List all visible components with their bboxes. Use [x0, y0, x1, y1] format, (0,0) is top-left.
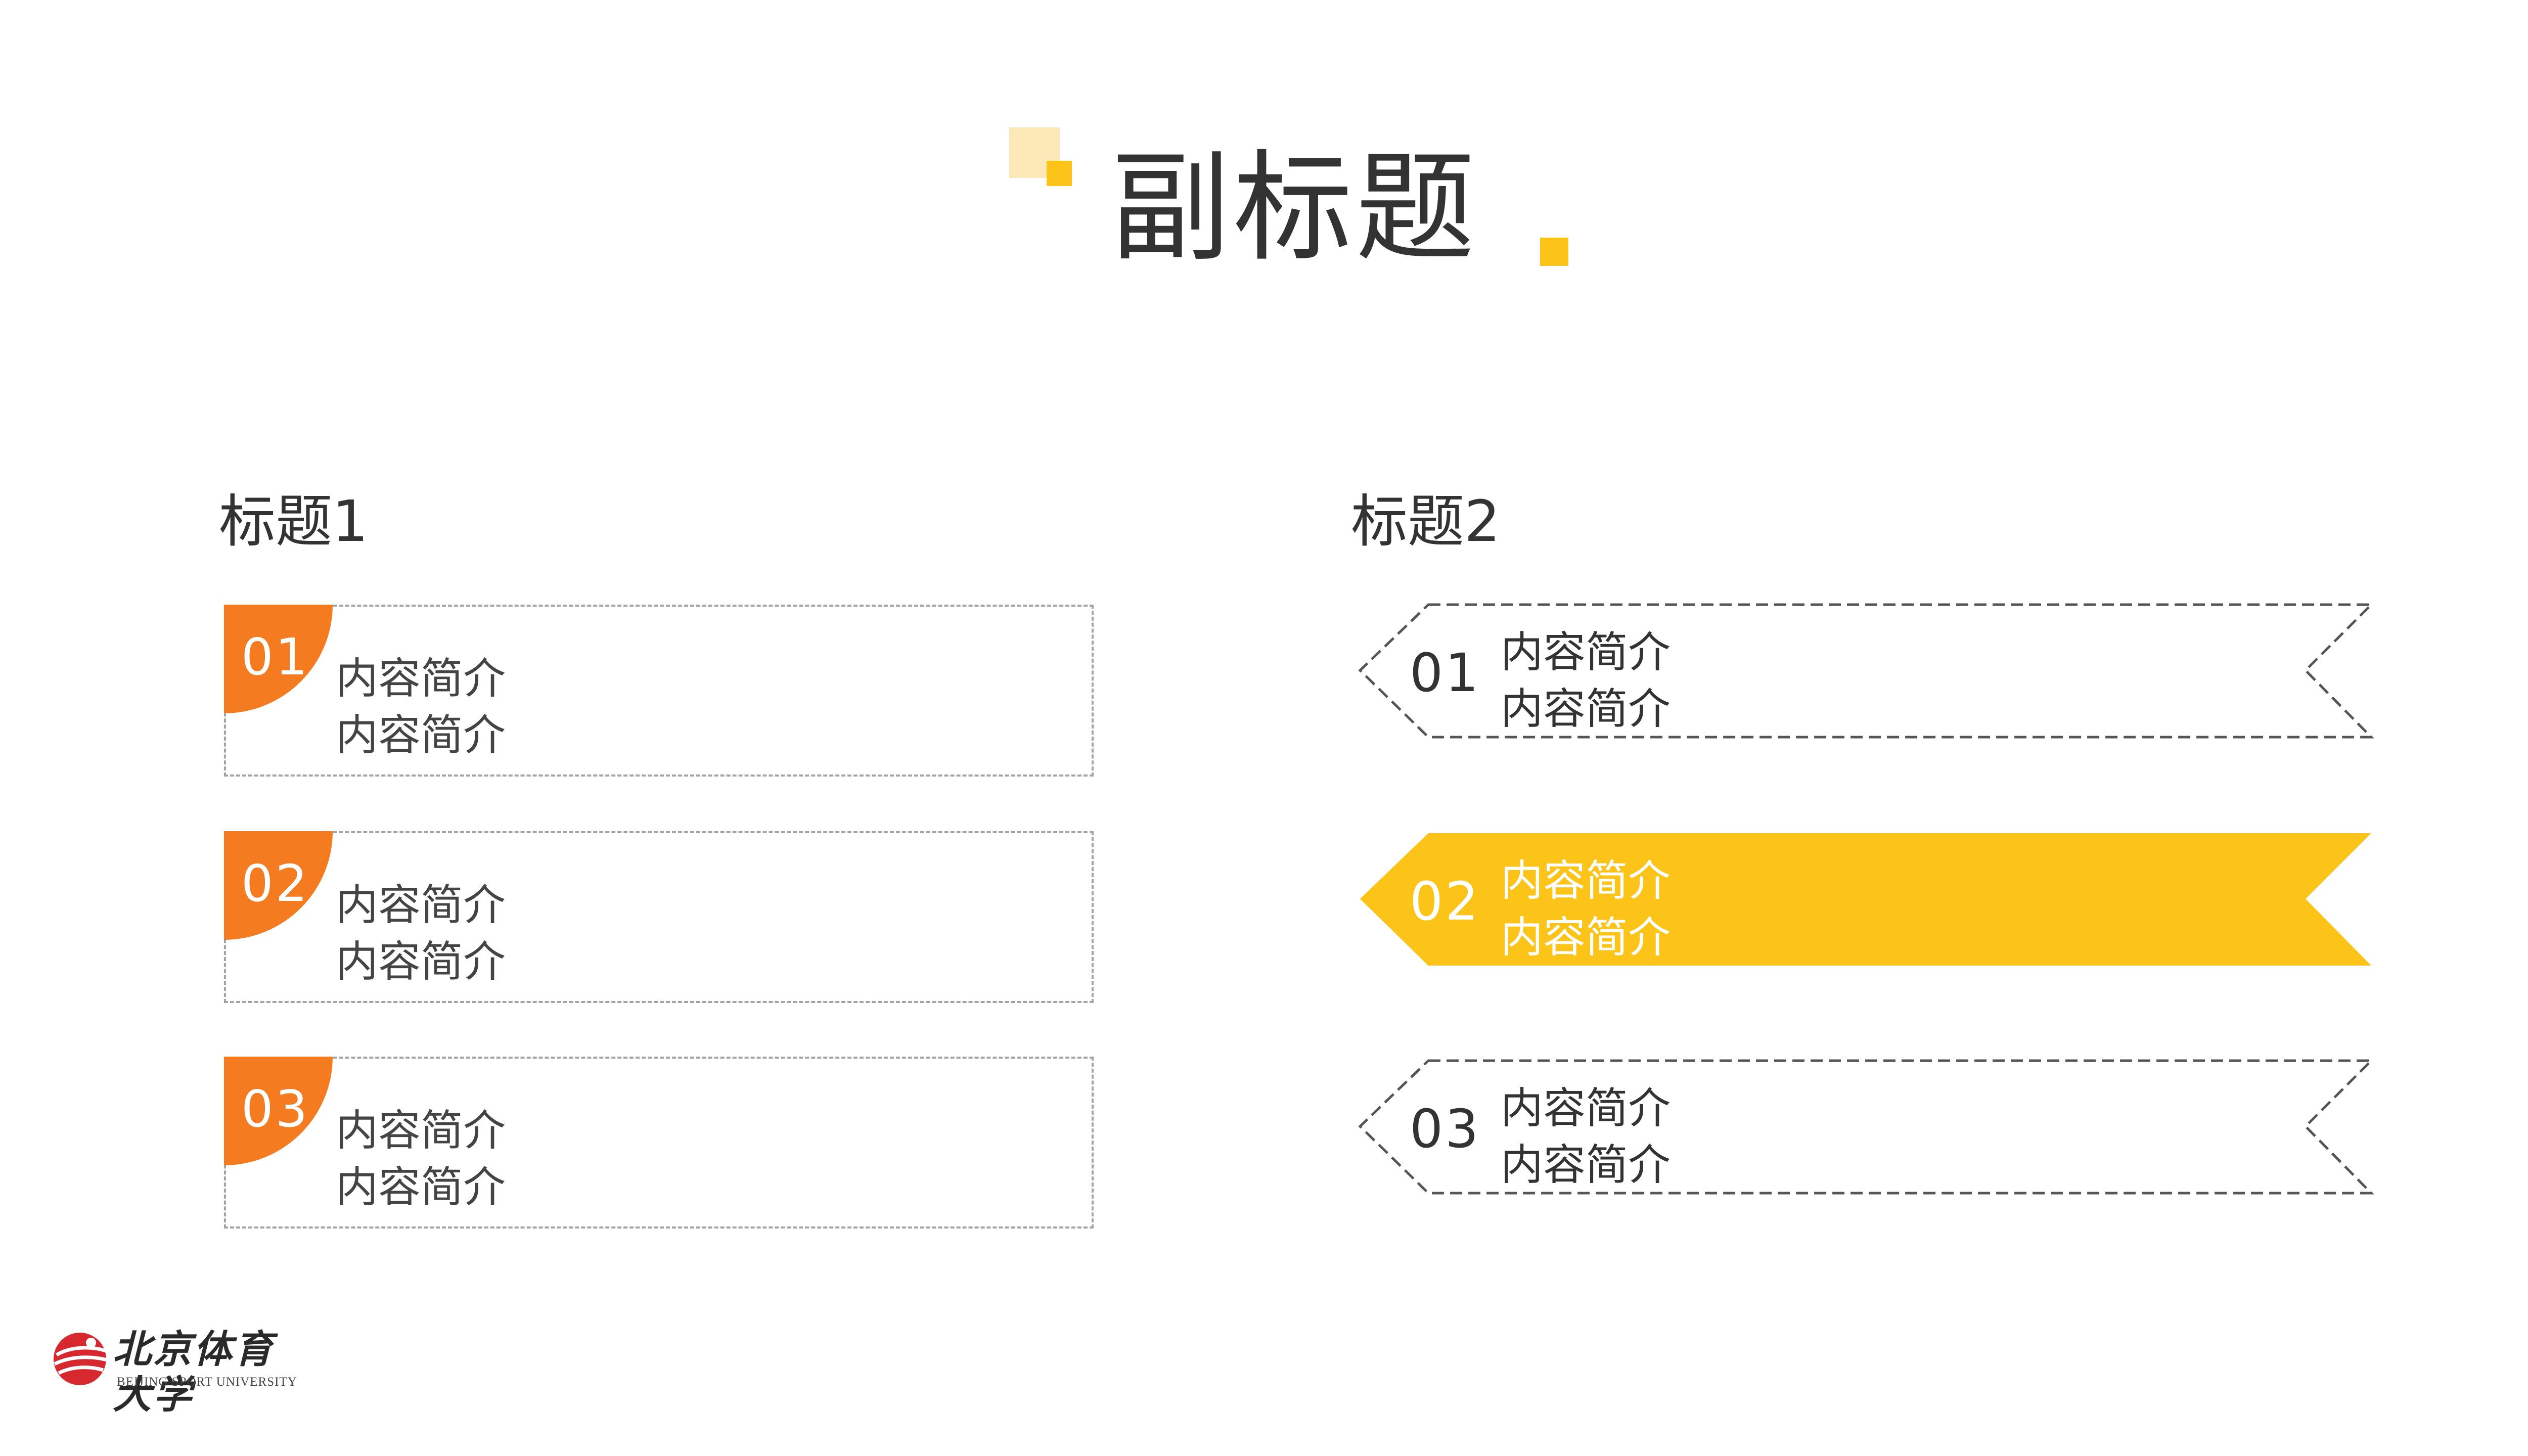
- item-description: 内容简介 内容简介: [336, 877, 506, 990]
- item-number: 02: [1410, 871, 1481, 932]
- description-line: 内容简介: [336, 710, 506, 760]
- item-number: 01: [241, 627, 310, 687]
- description-line: 内容简介: [336, 880, 506, 930]
- item-description: 内容简介 内容简介: [1501, 1080, 1671, 1193]
- item-description: 内容简介 内容简介: [1501, 852, 1671, 966]
- description-line: 内容简介: [336, 937, 506, 986]
- ribbon-outline: [1358, 1059, 2375, 1195]
- description-line: 内容简介: [1501, 856, 1671, 905]
- description-line: 内容简介: [1501, 627, 1671, 677]
- description-line: 内容简介: [1501, 1083, 1671, 1133]
- right-item-2-highlighted: 02 内容简介 内容简介: [1355, 828, 2376, 975]
- ribbon-filled: [1360, 833, 2371, 966]
- item-number: 01: [1410, 642, 1481, 704]
- item-description: 内容简介 内容简介: [336, 1102, 506, 1215]
- section-left-heading: 标题1: [219, 489, 369, 555]
- description-line: 内容简介: [1501, 913, 1671, 962]
- page-title: 副标题: [1110, 139, 1478, 278]
- description-line: 内容简介: [1501, 684, 1671, 734]
- bsu-logo-icon: [54, 1333, 108, 1385]
- university-logo: 北京体育大学 BEIJING SPORT UNIVERSITY: [50, 1325, 312, 1417]
- item-number: 03: [241, 1079, 310, 1139]
- left-item-2: 02 内容简介 内容简介: [224, 831, 1094, 1003]
- description-line: 内容简介: [336, 654, 506, 703]
- item-description: 内容简介 内容简介: [1501, 624, 1671, 737]
- section-right-heading: 标题2: [1351, 489, 1501, 555]
- item-number: 03: [1410, 1098, 1481, 1160]
- logo-name-cn: 北京体育大学: [113, 1327, 275, 1417]
- left-item-3: 03 内容简介 内容简介: [224, 1057, 1094, 1228]
- description-line: 内容简介: [1501, 1140, 1671, 1190]
- decor-square-small: [1047, 161, 1072, 186]
- right-item-3: 03 内容简介 内容简介: [1355, 1056, 2376, 1202]
- ribbon-outline: [1358, 603, 2375, 739]
- right-item-1: 01 内容简介 内容简介: [1355, 600, 2376, 746]
- logo-name-en: BEIJING SPORT UNIVERSITY: [117, 1375, 297, 1389]
- decor-square-dot: [1540, 238, 1568, 266]
- item-description: 内容简介 内容简介: [336, 650, 506, 763]
- left-item-1: 01 内容简介 内容简介: [224, 605, 1094, 777]
- item-number: 02: [241, 854, 310, 913]
- description-line: 内容简介: [336, 1162, 506, 1212]
- description-line: 内容简介: [336, 1106, 506, 1155]
